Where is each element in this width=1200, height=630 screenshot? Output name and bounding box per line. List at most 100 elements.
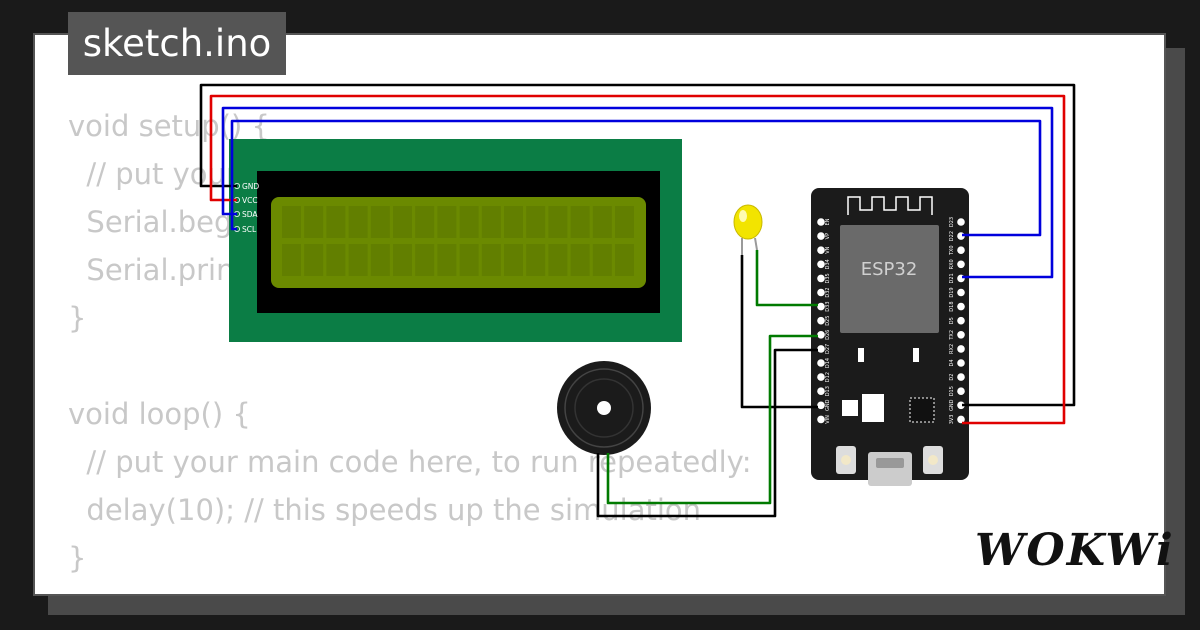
esp32-pin-label: D27 — [825, 344, 831, 354]
lcd-char-cell — [504, 206, 523, 238]
esp32-module-shield — [840, 225, 939, 333]
wiring — [199, 83, 1076, 518]
esp32-pin-label: D22 — [949, 231, 955, 241]
esp32-pin-label: D5 — [949, 317, 955, 324]
esp32-pin-left[interactable] — [817, 345, 825, 353]
lcd-char-cell — [370, 244, 390, 276]
lcd-char-cell — [415, 206, 435, 238]
esp32-devkit[interactable]: ESP32 ENVPVND34D35D32D33D25D26D27D14D12D… — [811, 188, 969, 486]
esp32-pin-left[interactable] — [817, 359, 825, 367]
wire-buzzer-gnd[interactable] — [596, 348, 818, 518]
wire-led-signal[interactable] — [755, 250, 818, 307]
esp32-pin-label: 3V3 — [949, 415, 955, 425]
voltage-regulator — [862, 394, 884, 422]
micro-usb-port — [868, 452, 912, 486]
esp32-pin-left[interactable] — [817, 232, 825, 240]
esp32-pin-label: GND — [825, 399, 831, 411]
esp32-pin-right[interactable] — [957, 302, 965, 311]
code-line: } — [68, 541, 87, 575]
wire-vcc[interactable] — [209, 94, 1066, 425]
esp32-pin-label: D14 — [825, 358, 831, 368]
esp32-pin-right[interactable] — [957, 218, 965, 226]
file-tab[interactable]: sketch.ino — [68, 12, 286, 75]
esp32-pin-label: D12 — [825, 372, 831, 382]
esp32-pin-right[interactable] — [957, 401, 965, 410]
esp32-pin-left[interactable] — [817, 246, 825, 254]
esp32-pin-label: TX2 — [949, 330, 955, 341]
led-highlight — [739, 210, 747, 222]
lcd-pin-label: SDA — [242, 210, 258, 219]
wire-scl[interactable] — [230, 119, 1042, 237]
buzzer-ring — [574, 378, 634, 438]
lcd-char-cell — [348, 244, 368, 276]
wire-buzzer-signal[interactable] — [606, 334, 818, 505]
lcd-char-cell — [570, 244, 590, 276]
smd-component — [913, 348, 919, 362]
wire-led-gnd[interactable] — [740, 255, 818, 409]
esp32-pin-left[interactable] — [817, 302, 825, 311]
lcd-char-cell — [548, 244, 568, 276]
code-line: delay(10); // this speeds up the simulat… — [68, 493, 702, 527]
lcd-char-cell — [592, 244, 612, 276]
esp32-pin-right[interactable] — [957, 260, 965, 269]
esp32-pin-left[interactable] — [817, 401, 825, 410]
esp32-pin-label: D25 — [825, 316, 831, 326]
esp32-pin-left[interactable] — [817, 387, 825, 396]
esp32-label: ESP32 — [861, 259, 918, 280]
lcd-char-cell — [326, 244, 346, 276]
wire-sda[interactable] — [221, 106, 1054, 279]
lcd-char-cell — [459, 244, 479, 276]
esp32-pin-right[interactable] — [957, 331, 965, 339]
lcd-char-cell — [592, 206, 612, 238]
esp32-pin-left[interactable] — [817, 316, 825, 325]
lcd-char-cell — [526, 206, 546, 238]
esp32-pin-left[interactable] — [817, 274, 825, 283]
lcd-char-cell — [282, 206, 301, 238]
buzzer-ring — [564, 368, 644, 448]
esp32-pin-label: D15 — [949, 386, 955, 396]
lcd-char-cell — [415, 244, 435, 276]
esp32-pin-left[interactable] — [817, 288, 825, 297]
lcd-char-cell — [615, 244, 634, 276]
esp32-pin-right[interactable] — [957, 345, 965, 353]
esp32-pin-left[interactable] — [817, 260, 825, 269]
piezo-buzzer[interactable] — [557, 361, 651, 455]
reset-button — [928, 455, 938, 465]
esp32-pin-right[interactable] — [957, 415, 965, 424]
led-yellow[interactable] — [733, 204, 763, 255]
esp32-pin-right[interactable] — [957, 387, 965, 396]
wire-gnd[interactable] — [199, 83, 1076, 407]
wokwi-logo: WOKWi — [975, 525, 1175, 576]
esp32-pin-label: D35 — [825, 273, 831, 283]
esp32-pin-right[interactable] — [957, 373, 965, 381]
esp32-pin-right[interactable] — [957, 316, 965, 325]
led-lens — [733, 204, 763, 240]
esp32-pin-left[interactable] — [817, 331, 825, 339]
micro-usb-port — [876, 458, 904, 468]
esp32-pin-left[interactable] — [817, 373, 825, 381]
esp32-pin-label: VP — [825, 233, 831, 239]
lcd-1602[interactable]: GND VCC SDA SCL — [229, 139, 682, 342]
lcd-pin-label: VCC — [242, 196, 258, 205]
lcd-pin-label: GND — [242, 182, 259, 191]
esp32-pin-right[interactable] — [957, 246, 965, 254]
esp32-pin-left[interactable] — [817, 218, 825, 226]
esp32-pin-right[interactable] — [957, 359, 965, 367]
smd-component — [858, 348, 864, 362]
esp32-pin-label: D18 — [949, 301, 955, 311]
lcd-char-cell — [615, 206, 634, 238]
lcd-char-cell — [481, 244, 501, 276]
lcd-char-cell — [304, 206, 324, 238]
code-line: void loop() { — [68, 397, 251, 431]
lcd-char-cell — [282, 244, 301, 276]
esp32-pin-left[interactable] — [817, 415, 825, 424]
esp32-pin-label: D21 — [949, 273, 955, 283]
esp32-pin-right[interactable] — [957, 288, 965, 297]
esp32-pin-label: D26 — [825, 330, 831, 340]
esp32-pin-label: D32 — [825, 287, 831, 297]
usb-chip — [909, 397, 935, 423]
esp32-pin-label: D13 — [825, 386, 831, 396]
esp32-pin-label: RX0 — [949, 259, 955, 269]
esp32-pin-headers: ENVPVND34D35D32D33D25D26D27D14D12D13GNDV… — [817, 217, 965, 424]
